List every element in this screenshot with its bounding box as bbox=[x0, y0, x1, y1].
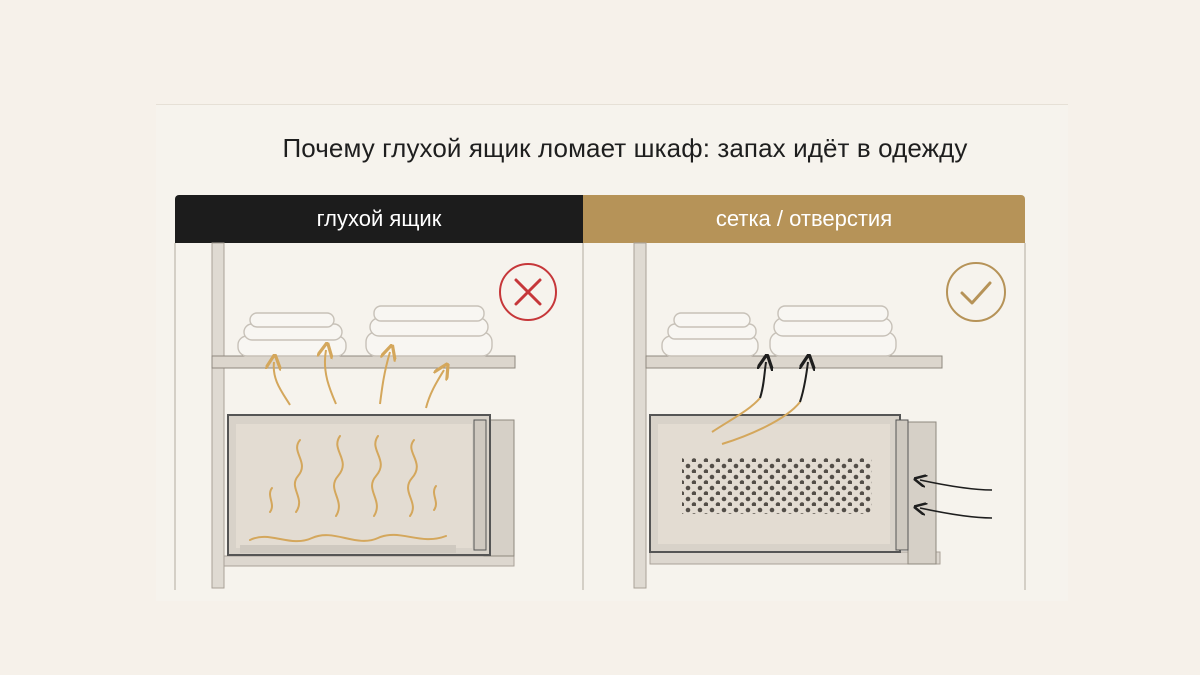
left-shelf bbox=[211, 355, 516, 369]
airflow-in-arrows bbox=[920, 480, 993, 519]
page-title: Почему глухой ящик ломает шкаф: запах ид… bbox=[282, 133, 968, 163]
right-shelf bbox=[645, 355, 943, 369]
check-icon bbox=[946, 262, 1006, 322]
airflow-up-gold bbox=[711, 397, 801, 445]
left-panel-frame bbox=[174, 243, 584, 590]
panel-header-solid-box: глухой ящик bbox=[175, 195, 583, 243]
right-folded-clothes-1 bbox=[661, 312, 759, 357]
right-folded-clothes-2 bbox=[769, 305, 897, 357]
solid-drawer bbox=[227, 414, 515, 557]
panel-header-mesh-box: сетка / отверстия bbox=[583, 195, 1025, 243]
odor-waves bbox=[249, 435, 447, 543]
left-bottom-rail bbox=[223, 555, 515, 567]
left-folded-clothes-1 bbox=[237, 312, 347, 357]
cross-icon bbox=[499, 263, 557, 321]
right-wardrobe-post bbox=[633, 242, 647, 589]
left-wardrobe-post bbox=[211, 242, 225, 589]
left-folded-clothes-2 bbox=[365, 305, 493, 357]
right-bottom-rail bbox=[649, 551, 941, 565]
odor-up-arrows bbox=[274, 350, 444, 409]
mesh-drawer bbox=[649, 414, 937, 565]
airflow-up-arrows bbox=[760, 362, 808, 403]
